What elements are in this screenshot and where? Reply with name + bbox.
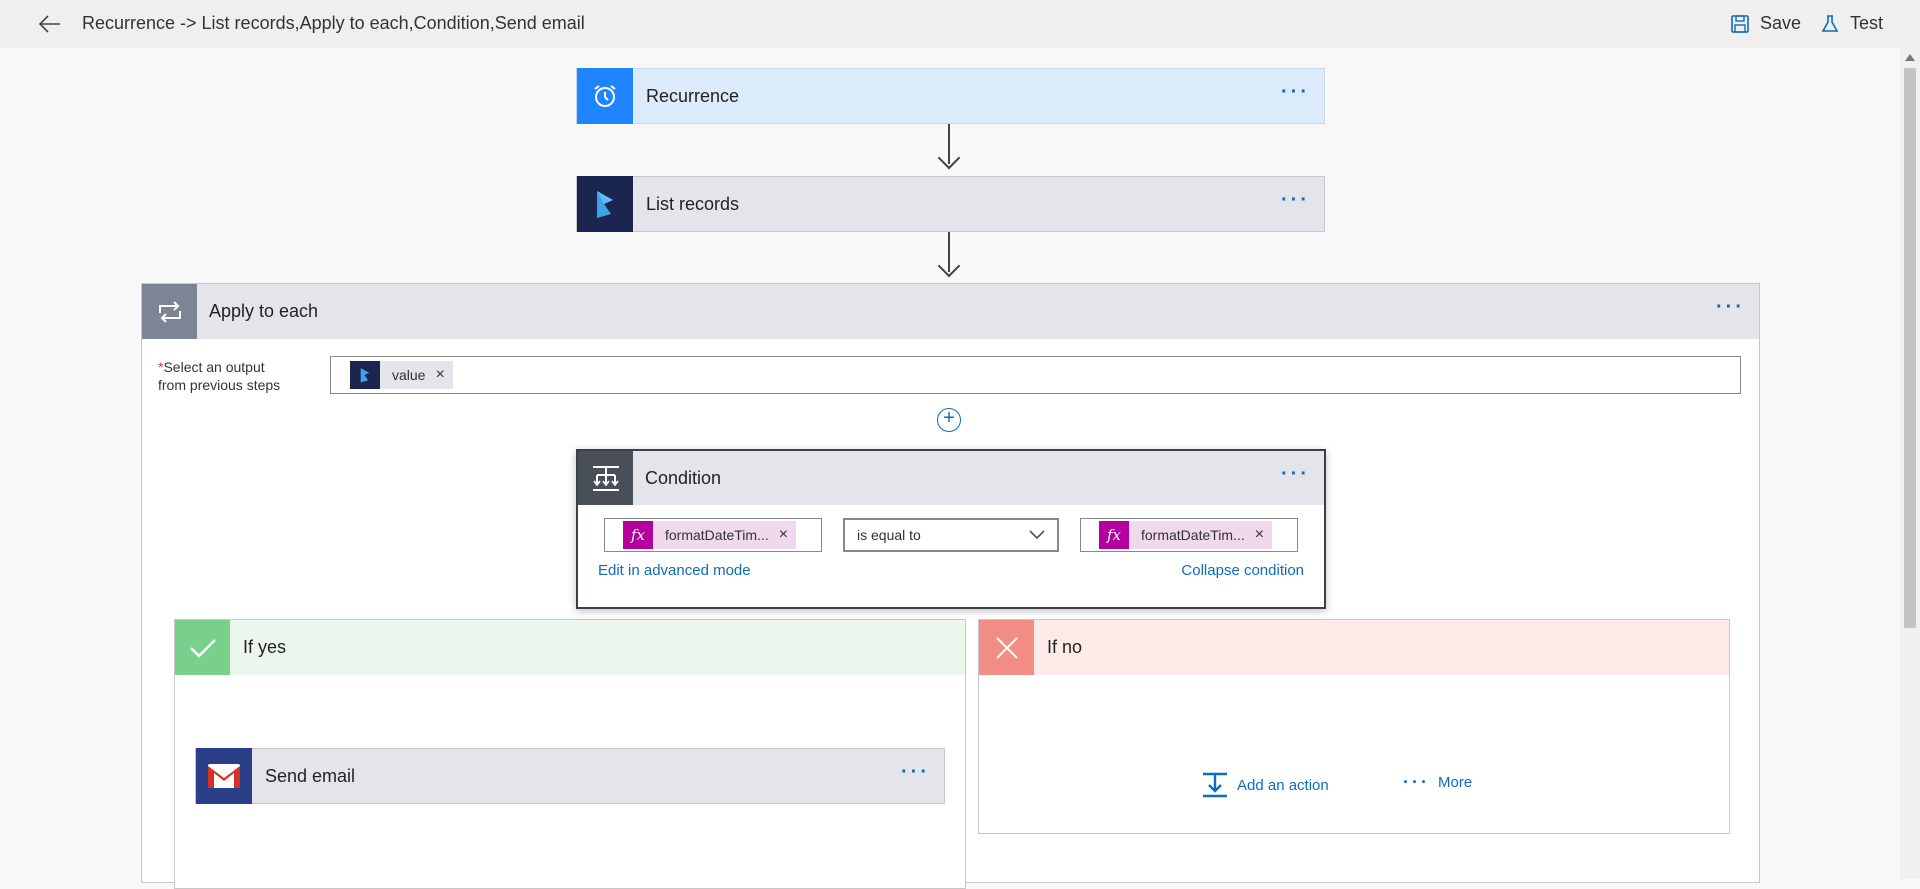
add-action-icon <box>1203 772 1227 798</box>
loop-icon <box>142 284 197 339</box>
connector-arrowhead <box>937 254 961 278</box>
remove-token-icon[interactable]: × <box>1254 526 1265 543</box>
output-input[interactable]: value × <box>330 356 1741 394</box>
remove-token-icon[interactable]: × <box>778 526 789 543</box>
send-email-label: Send email <box>265 765 356 786</box>
output-field-label: *Select an output from previous steps <box>158 358 280 394</box>
top-bar: Recurrence -> List records,Apply to each… <box>0 0 1920 48</box>
if-no-label: If no <box>1047 637 1083 657</box>
apply-to-each-scope: Apply to each ··· *Select an output from… <box>141 283 1760 889</box>
condition-icon <box>578 451 633 505</box>
test-label: Test <box>1850 13 1884 33</box>
designer-canvas: Recurrence ··· List records ··· Apply to… <box>0 48 1900 889</box>
insert-step-plus-icon[interactable]: + <box>937 408 961 432</box>
left-expression-token[interactable]: fx formatDateTim... × <box>623 521 797 549</box>
recurrence-label: Recurrence <box>646 85 740 106</box>
if-no-branch: If no Add an action ··· More <box>978 619 1730 834</box>
save-icon <box>1731 14 1749 33</box>
more-dots-icon: ··· <box>1403 772 1430 792</box>
send-email-more-button[interactable]: ··· <box>901 761 930 783</box>
dynamics-icon <box>350 361 380 389</box>
condition-label: Condition <box>645 468 722 488</box>
connector-arrow <box>948 232 950 272</box>
apply-to-each-label: Apply to each <box>209 301 319 321</box>
test-button[interactable]: Test <box>1820 13 1883 34</box>
add-action-label: Add an action <box>1237 776 1329 794</box>
list-records-card[interactable]: List records ··· <box>576 176 1325 232</box>
output-label-line2: from previous steps <box>158 377 281 393</box>
add-action-button[interactable]: Add an action <box>1201 772 1329 798</box>
connector-arrow <box>948 124 950 164</box>
checkmark-icon <box>175 620 230 675</box>
apply-to-each-header[interactable]: Apply to each ··· <box>142 284 1759 339</box>
condition-right-operand[interactable]: fx formatDateTim... × <box>1080 518 1298 552</box>
right-expression-token[interactable]: fx formatDateTim... × <box>1099 521 1273 549</box>
recurrence-more-button[interactable]: ··· <box>1281 81 1310 103</box>
more-button[interactable]: ··· More <box>1403 772 1472 793</box>
flask-icon <box>1821 14 1839 32</box>
flow-title: Recurrence -> List records,Apply to each… <box>82 13 585 33</box>
alarm-clock-icon <box>577 68 633 124</box>
if-yes-branch: If yes Send email ··· <box>174 619 966 889</box>
if-yes-label: If yes <box>243 637 287 657</box>
send-email-card[interactable]: Send email ··· <box>195 748 945 804</box>
remove-token-icon[interactable]: × <box>435 366 445 383</box>
fx-icon: fx <box>623 521 653 549</box>
edit-advanced-mode-link[interactable]: Edit in advanced mode <box>598 562 751 579</box>
value-token[interactable]: value × <box>350 361 453 389</box>
collapse-condition-link[interactable]: Collapse condition <box>1181 562 1304 579</box>
list-records-label: List records <box>646 193 740 214</box>
chevron-down-icon <box>1029 530 1045 540</box>
condition-left-operand[interactable]: fx formatDateTim... × <box>604 518 822 552</box>
condition-more-button[interactable]: ··· <box>1281 463 1310 485</box>
condition-card: Condition ··· fx formatDateTim... × is e… <box>576 449 1326 609</box>
close-x-icon <box>979 620 1034 675</box>
required-marker: * <box>158 359 164 375</box>
scrollbar-thumb[interactable] <box>1904 68 1916 628</box>
value-token-label: value <box>392 367 426 383</box>
if-yes-header[interactable]: If yes <box>175 620 965 675</box>
scroll-up-arrow-icon[interactable] <box>1905 54 1915 61</box>
back-arrow-icon[interactable] <box>38 12 62 36</box>
dynamics-icon <box>577 176 633 232</box>
fx-icon: fx <box>1099 521 1129 549</box>
list-records-more-button[interactable]: ··· <box>1281 189 1310 211</box>
gmail-icon <box>196 748 252 804</box>
save-button[interactable]: Save <box>1730 13 1801 34</box>
if-no-header[interactable]: If no <box>979 620 1729 675</box>
connector-arrowhead <box>937 146 961 170</box>
operator-dropdown[interactable]: is equal to <box>843 518 1059 552</box>
apply-to-each-more-button[interactable]: ··· <box>1716 296 1745 318</box>
left-token-label: formatDateTim... <box>665 527 769 543</box>
operator-value: is equal to <box>857 527 921 543</box>
vertical-scrollbar[interactable] <box>1900 48 1920 879</box>
output-label-line1: Select an output <box>163 359 265 375</box>
save-label: Save <box>1760 13 1802 33</box>
more-label: More <box>1437 774 1473 791</box>
condition-header[interactable]: Condition ··· <box>578 451 1324 505</box>
right-token-label: formatDateTim... <box>1141 527 1245 543</box>
recurrence-card[interactable]: Recurrence ··· <box>576 68 1325 124</box>
